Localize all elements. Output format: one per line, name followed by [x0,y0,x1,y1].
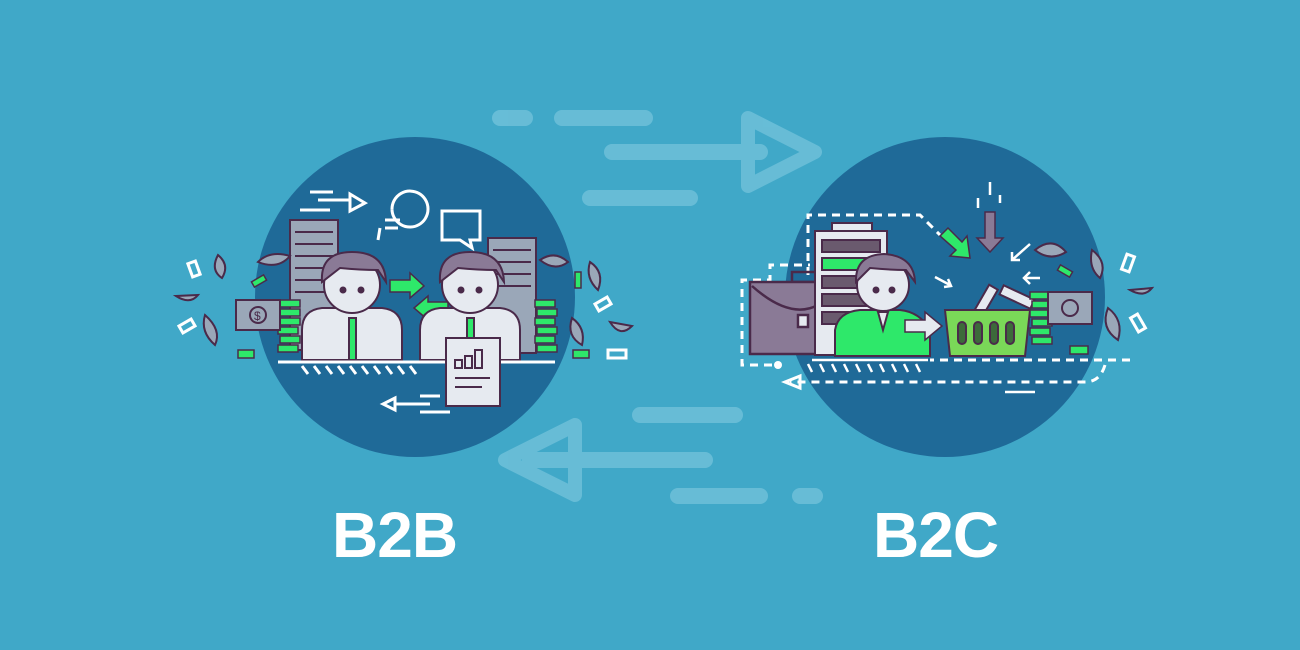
arrow-green-diag-icon [938,226,971,259]
b2b-label: B2B [332,499,458,571]
businessman-left-icon [301,250,403,361]
b2c-label: B2C [873,499,999,571]
report-document-icon [445,337,501,407]
top-arrow-icon [300,190,369,214]
bill-icon [1047,291,1093,325]
arrow-down-icon [975,211,1005,254]
flow-arrowhead-icon [780,373,802,391]
arrow-right-icon [389,271,426,300]
center-left-arrow-icon [498,407,823,504]
speech-bubble-icon [440,209,482,252]
svg-text:$: $ [254,309,261,323]
coin-stack-icon [1029,263,1089,355]
chat-bubble-icon [390,189,430,229]
desk-line [806,358,1035,394]
dollar-bill-icon: $ [235,299,281,331]
dashed-flow-path [740,213,1130,384]
desk-line [278,360,555,375]
b2c-illustration [740,137,1155,457]
flying-money-icon [172,253,635,347]
arrow-to-basket-icon [904,310,944,342]
shopping-basket-icon [943,283,1036,357]
bottom-arrow-icon [379,394,450,414]
coin-stack-icon [277,299,558,353]
b2c-circle [785,137,1105,457]
briefcase-icon [748,270,822,356]
flying-money-icon [1033,242,1155,342]
b2b-illustration: $ [172,137,635,457]
center-right-arrow-icon [492,110,822,206]
